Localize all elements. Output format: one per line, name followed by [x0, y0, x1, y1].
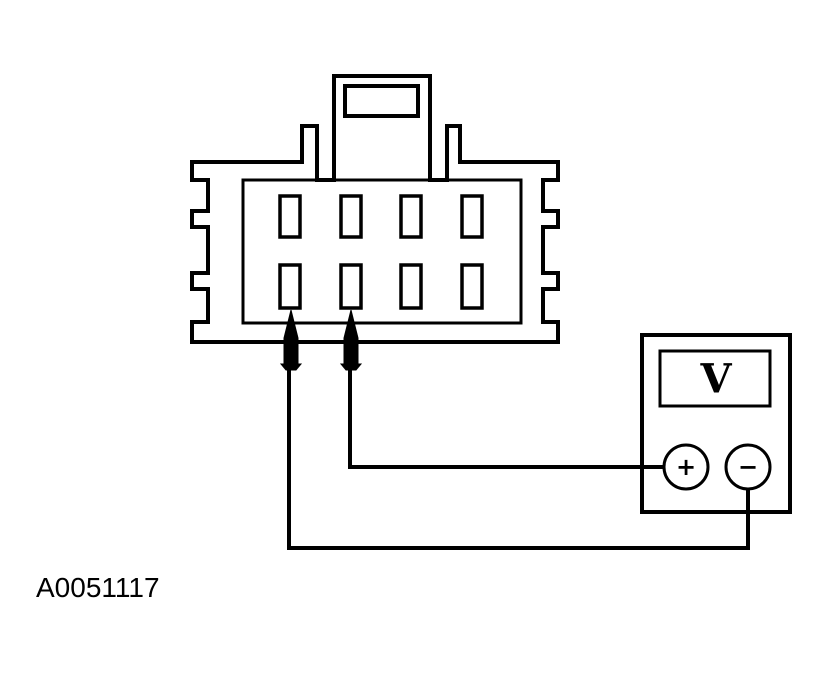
- lead-negative: [287, 368, 750, 550]
- probe-left: [279, 309, 303, 371]
- pin-row1-col3: [399, 194, 423, 239]
- pin-row1-col1: [278, 194, 302, 239]
- pin-row2-col1: [278, 263, 302, 310]
- lead-positive: [348, 368, 663, 469]
- pin-row2-col3: [399, 263, 423, 310]
- probe-right: [339, 309, 363, 371]
- connector-latch: [343, 84, 420, 118]
- negative-terminal-label: −: [738, 453, 758, 481]
- connector-pins: [278, 194, 484, 310]
- voltmeter-display-label: V: [699, 356, 732, 403]
- pin-row2-col4: [460, 263, 484, 310]
- voltmeter-body: [640, 333, 792, 514]
- connector-cavity: [241, 178, 523, 325]
- voltmeter-display: [658, 349, 772, 408]
- positive-terminal-label: +: [676, 453, 696, 481]
- pin-row1-col2: [339, 194, 363, 239]
- connector-housing: [190, 74, 560, 344]
- pin-row1-col4: [460, 194, 484, 239]
- negative-terminal: [724, 443, 772, 491]
- figure-id: A0051117: [36, 572, 160, 603]
- positive-terminal: [662, 443, 710, 491]
- pin-row2-col2: [339, 263, 363, 310]
- voltmeter: V + −: [640, 333, 792, 514]
